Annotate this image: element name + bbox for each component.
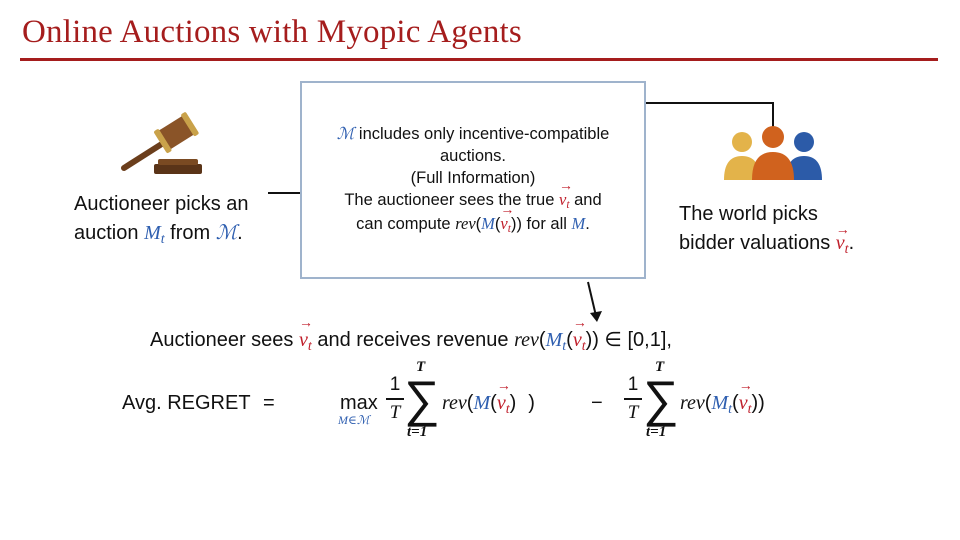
valuation-vector: v	[299, 316, 313, 352]
world-line-2-text: bidder valuations	[679, 232, 836, 254]
rev-function: rev	[455, 214, 476, 233]
paren: (	[732, 392, 739, 414]
rev-function: rev	[680, 392, 705, 414]
valuation-sub: t	[507, 223, 511, 236]
revenue-text: Auctioneer sees	[150, 329, 299, 351]
rev-function: rev	[442, 392, 467, 414]
fraction-denominator: T	[389, 401, 401, 423]
auctioneer-line-2-text: auction	[74, 222, 145, 244]
fraction-numerator: 1	[627, 374, 639, 395]
paren: (	[490, 392, 497, 414]
period: .	[848, 232, 855, 254]
regret-term-2: rev(Mt(vt))	[680, 379, 765, 418]
paren: ))	[510, 215, 522, 233]
minus-sign: −	[591, 392, 603, 414]
valuation-vector: v	[739, 379, 753, 415]
fraction-bar	[386, 398, 404, 400]
auction-symbol: M	[571, 214, 586, 233]
valuation-sub: t	[307, 339, 312, 355]
auction-sub: t	[728, 402, 733, 418]
auctioneer-text: Auctioneer picks an auction Mt from ℳ.	[74, 190, 249, 250]
max-operator: max	[340, 392, 378, 414]
valuation-sub: t	[505, 402, 510, 418]
auction-symbol: M	[481, 214, 495, 233]
paren: (	[566, 329, 573, 351]
set-symbol: ℳ	[215, 222, 238, 244]
sigma-1: ∑	[404, 371, 440, 427]
valuation-vector: v	[500, 200, 515, 235]
auctioneer-line-2-mid: from	[164, 222, 216, 244]
sum-top-2: T	[655, 359, 665, 375]
period: .	[585, 215, 590, 233]
gavel-icon	[121, 112, 202, 174]
auctioneer-line-2: auction Mt from ℳ.	[74, 219, 249, 250]
regret-term-1: rev(M(vt))	[442, 379, 535, 418]
paren: (	[538, 329, 546, 351]
sum-top-1: T	[416, 359, 426, 375]
sigma-2: ∑	[643, 371, 679, 427]
set-symbol: ℳ	[336, 124, 355, 143]
info-line-5-mid: for all	[521, 215, 572, 233]
auction-symbol: M	[711, 392, 729, 414]
info-line-4-text: The auctioneer sees the true	[344, 191, 559, 209]
info-line-2: auctions.	[439, 147, 507, 165]
info-line-5-text: can compute	[356, 215, 456, 233]
valuation-sub: t	[844, 242, 849, 258]
valuation-sub: t	[581, 339, 586, 355]
sum-bottom-2: t=1	[646, 424, 667, 440]
paren: (	[494, 215, 501, 233]
revenue-range: ∈ [0,1],	[598, 329, 672, 351]
arrow-down-icon	[587, 281, 602, 322]
connector-right-down	[772, 102, 774, 128]
paren: (	[475, 215, 482, 233]
connector-top	[646, 102, 774, 104]
world-text: The world picks bidder valuations vt.	[679, 200, 854, 260]
info-line-5: can compute rev(M(vt)) for all M.	[308, 200, 638, 237]
info-line-3: (Full Information)	[410, 169, 536, 187]
period: .	[237, 222, 243, 244]
revenue-mid: and receives revenue	[311, 329, 515, 351]
paren: (	[704, 392, 712, 414]
valuation-vector: v	[836, 216, 850, 258]
paren: ))	[751, 392, 765, 414]
title-underline	[20, 58, 938, 61]
valuation-sub: t	[747, 402, 752, 418]
max-subscript: M∈ℳ	[338, 413, 370, 427]
world-line-2: bidder valuations vt.	[679, 216, 855, 260]
world-line-1: The world picks	[679, 203, 818, 225]
fraction-denominator: T	[627, 401, 639, 423]
valuation-sub: t	[566, 199, 570, 212]
info-line-4-end: and	[569, 191, 602, 209]
paren: (	[466, 392, 474, 414]
rev-function: rev	[514, 329, 539, 351]
revenue-statement: Auctioneer sees vt and receives revenue …	[150, 316, 672, 355]
fraction-bar	[624, 398, 642, 400]
auction-sub: t	[562, 339, 567, 355]
connector-left	[268, 192, 301, 194]
valuation-vector: v	[559, 176, 574, 211]
auction-sub: t	[160, 232, 165, 248]
fraction-2: 1 T	[624, 374, 642, 424]
slide-title: Online Auctions with Myopic Agents	[22, 14, 522, 50]
valuation-vector: v	[573, 316, 587, 352]
fraction-numerator: 1	[389, 374, 401, 395]
fraction-1: 1 T	[386, 374, 404, 424]
info-box: ℳ includes only incentive-compatible auc…	[300, 81, 646, 279]
auction-symbol: M	[144, 222, 161, 244]
info-line-4: The auctioneer sees the true vt and	[308, 176, 638, 213]
people-group-icon	[724, 126, 822, 180]
paren: )	[528, 392, 535, 414]
regret-equals: =	[263, 392, 275, 414]
info-line-1: ℳ includes only incentive-compatible	[308, 123, 638, 145]
paren: ))	[585, 329, 599, 351]
sum-bottom-1: t=1	[407, 424, 428, 440]
paren: )	[509, 392, 517, 414]
auction-symbol: M	[545, 329, 563, 351]
auction-symbol: M	[473, 392, 491, 414]
auctioneer-line-1: Auctioneer picks an	[74, 193, 249, 215]
regret-label: Avg. REGRET	[122, 392, 251, 414]
valuation-vector: v	[497, 379, 511, 415]
info-line-1-text: includes only incentive-compatible	[354, 125, 610, 143]
